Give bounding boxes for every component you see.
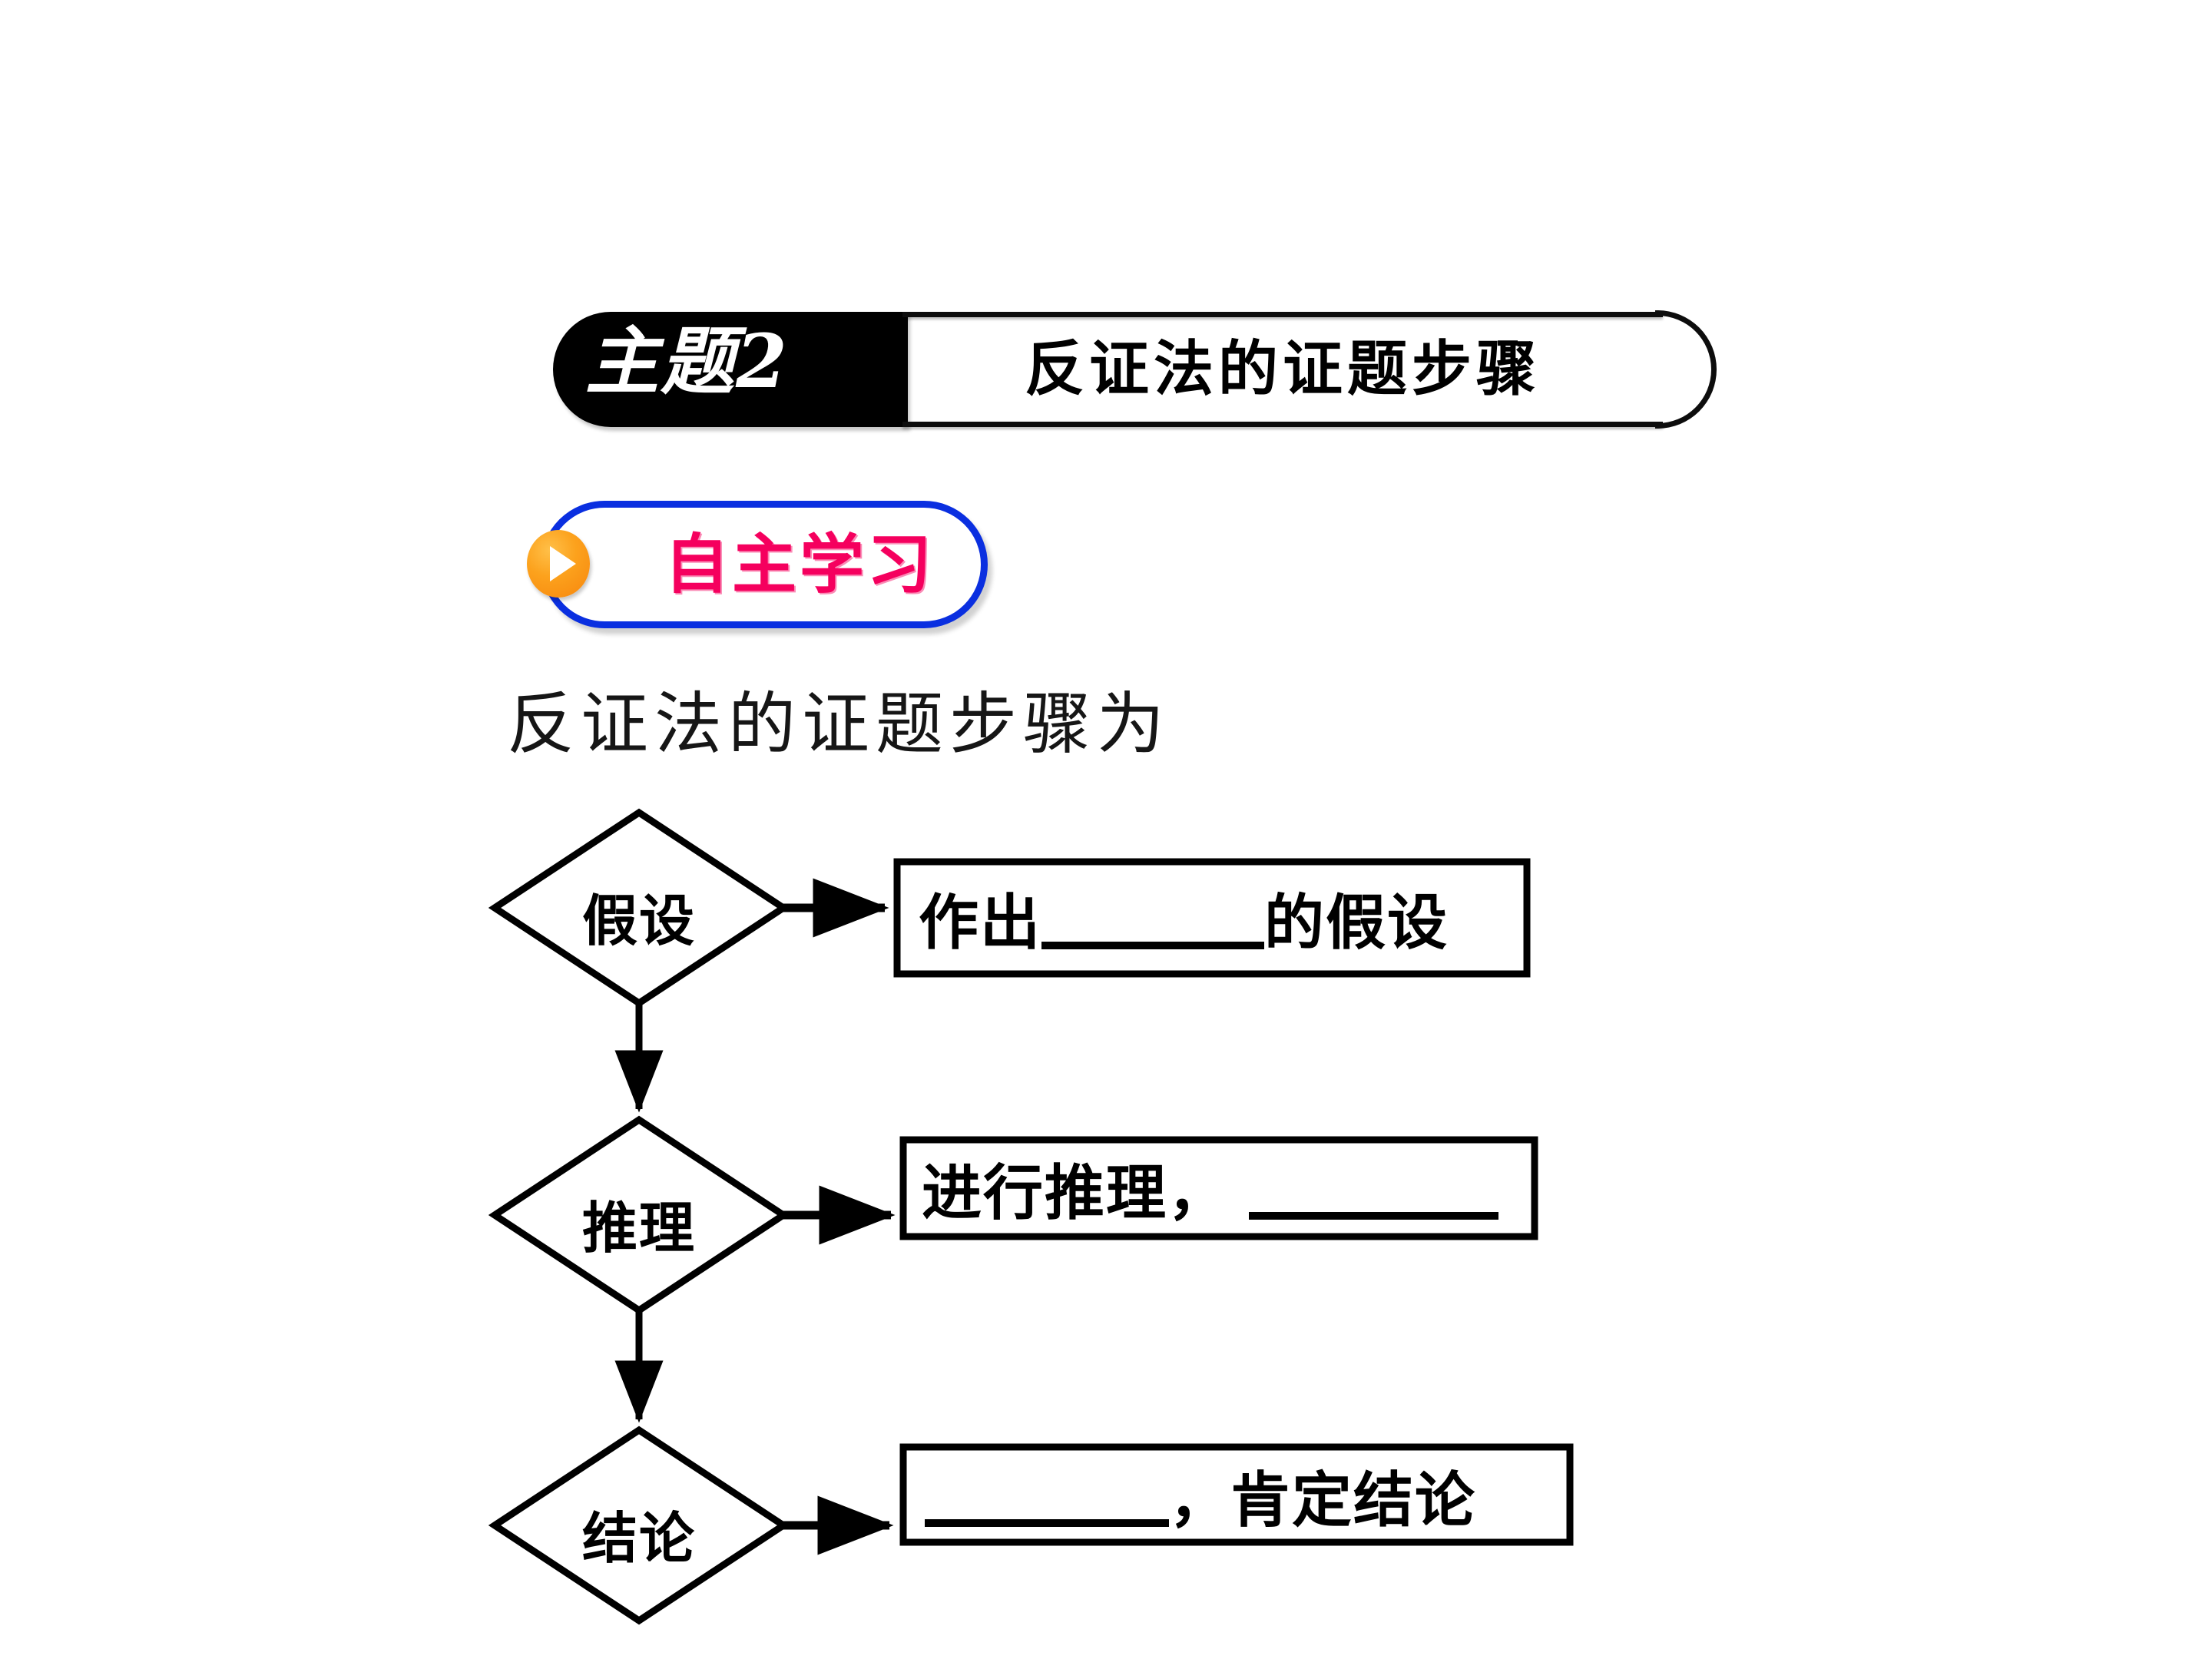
flow-box-text-2: 进行推理， — [922, 1146, 1499, 1230]
flow-box-1-suffix: 的假设 — [1264, 888, 1449, 958]
flow-diamond-2 — [488, 1115, 790, 1315]
flow-box-3-blank[interactable] — [925, 1464, 1169, 1527]
flow-box-1-prefix: 作出 — [919, 888, 1042, 958]
flow-box-text-1: 作出 的假设 — [919, 876, 1449, 960]
topic-title: 反证法的证题步骤 — [1024, 335, 1541, 404]
topic-rules — [902, 312, 1663, 427]
flow-box-1 — [893, 858, 1531, 978]
flow-box-2-blank[interactable] — [1249, 1157, 1499, 1220]
flow-box-text-3: ，肯定结论 — [925, 1453, 1476, 1538]
flow-box-3 — [899, 1443, 1574, 1546]
play-triangle-icon[interactable] — [527, 530, 590, 598]
flow-node-label-1: 假设 — [581, 889, 696, 953]
flow-node-label-3: 结论 — [581, 1506, 696, 1571]
rounded-end-cap-icon — [1655, 310, 1717, 429]
flow-box-3-suffix: ，肯定结论 — [1169, 1465, 1477, 1535]
topic-rule-bottom — [902, 422, 1663, 427]
topic-number-pill — [553, 312, 908, 427]
badge-outline — [541, 501, 988, 628]
lead-paragraph: 反证法的证题步骤为 — [507, 684, 1171, 763]
play-triangle-glyph — [550, 546, 576, 581]
flow-box-2-prefix: 进行推理， — [922, 1158, 1230, 1228]
flow-node-label-2: 推理 — [581, 1196, 696, 1260]
topic-rule-top — [902, 312, 1663, 317]
flow-box-2 — [899, 1136, 1538, 1240]
flow-diamond-3 — [488, 1426, 790, 1625]
section-badge-self-study[interactable]: 自主学习 — [527, 499, 994, 641]
topic-banner: 主题2 反证法的证题步骤 — [553, 306, 1720, 436]
flow-box-1-blank[interactable] — [1041, 886, 1265, 949]
flow-diamond-1 — [488, 808, 790, 1008]
section-badge-label: 自主学习 — [664, 527, 935, 602]
topic-number-label: 主题2 — [585, 318, 789, 405]
